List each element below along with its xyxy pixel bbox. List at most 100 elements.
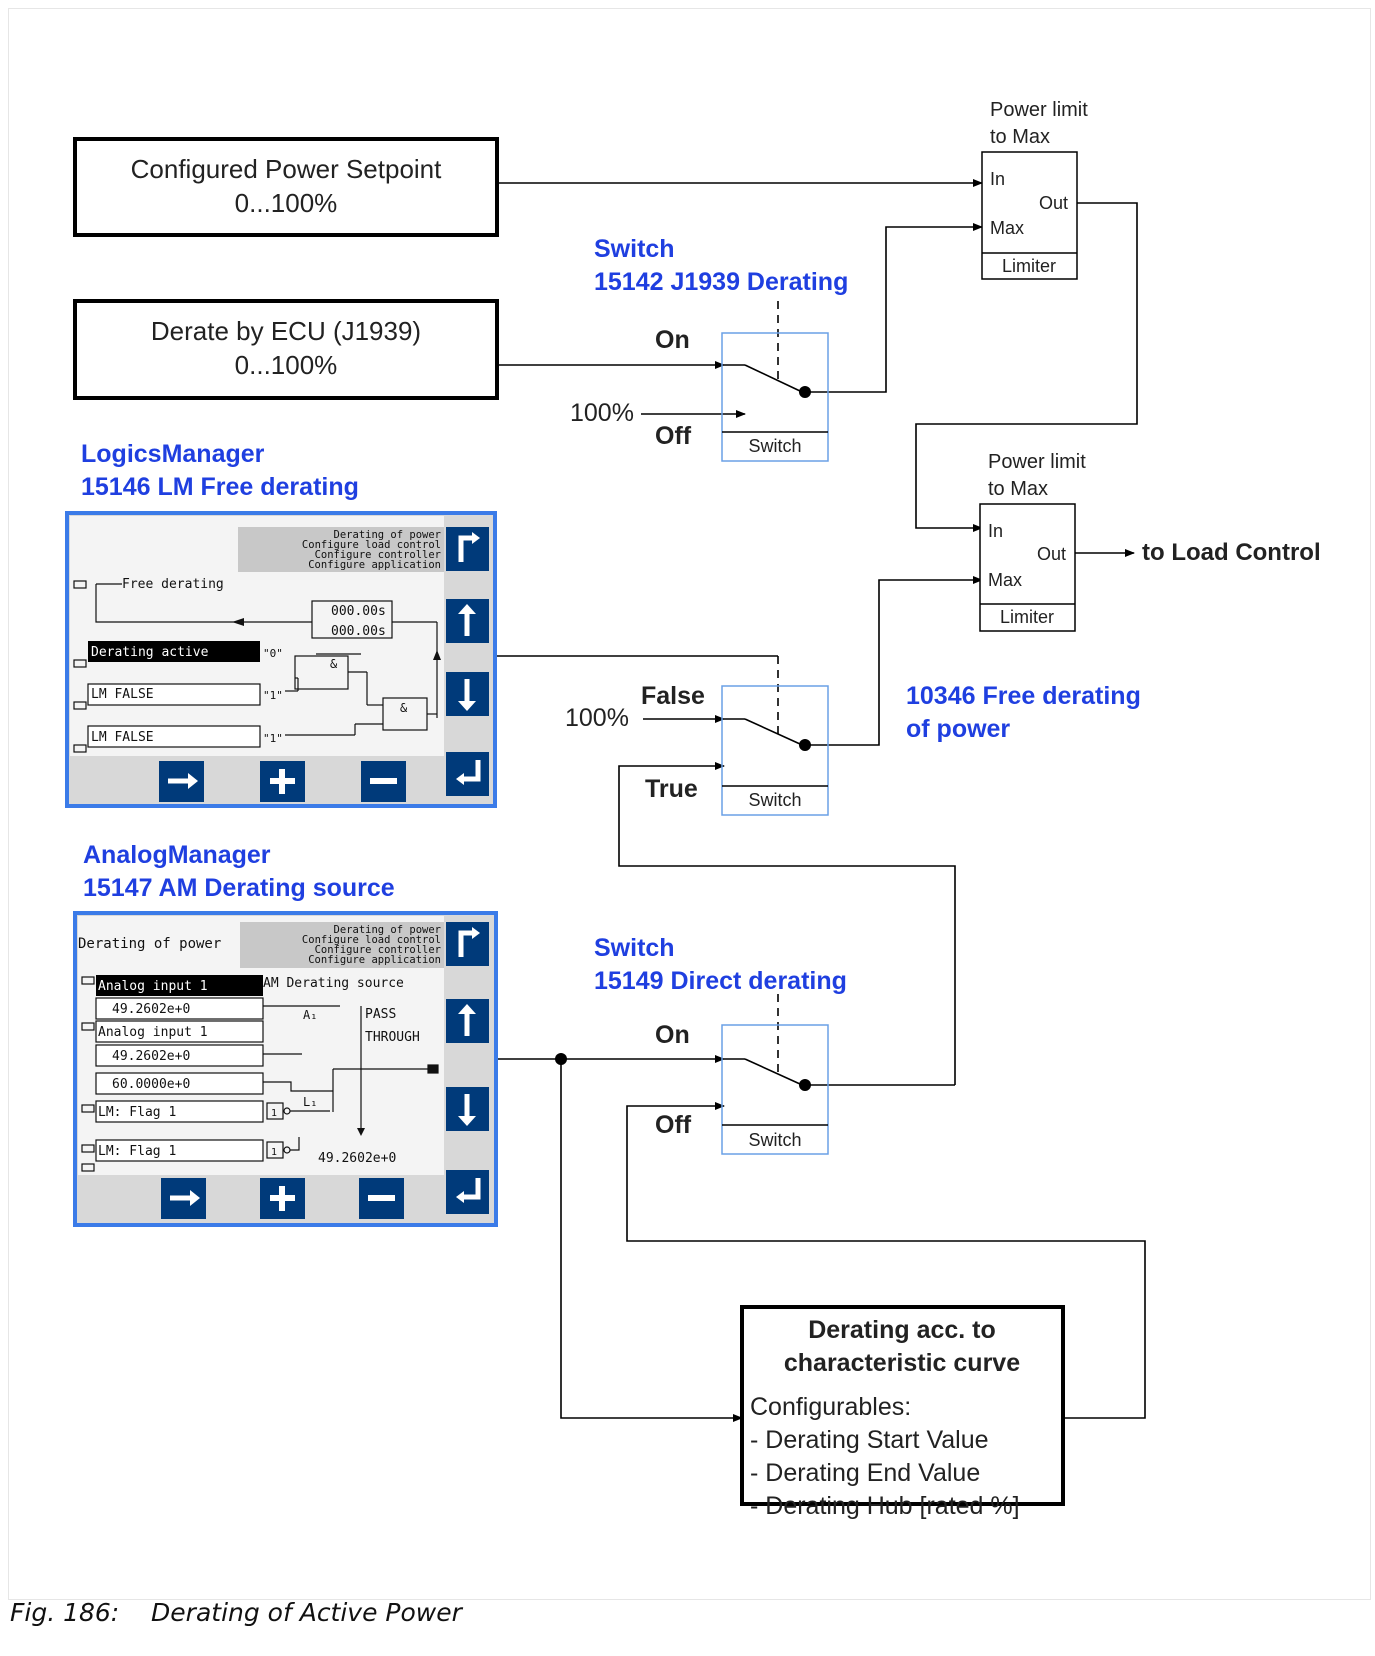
svg-text:000.00s: 000.00s bbox=[331, 624, 386, 639]
am-nav-button-right[interactable] bbox=[161, 1178, 206, 1219]
svg-text:Switch: Switch bbox=[594, 235, 675, 263]
svg-text:Free derating: Free derating bbox=[122, 577, 224, 592]
am-nav-button-down[interactable] bbox=[446, 1087, 489, 1131]
svg-text:Configured Power Setpoint: Configured Power Setpoint bbox=[131, 154, 443, 184]
nav-button-down[interactable] bbox=[446, 672, 489, 716]
characteristic-curve-box: Derating acc. to characteristic curve Co… bbox=[740, 1305, 1065, 1520]
svg-text:10346 Free derating: 10346 Free derating bbox=[906, 682, 1141, 710]
svg-text:Switch: Switch bbox=[594, 934, 675, 962]
svg-text:A₁: A₁ bbox=[303, 1008, 317, 1022]
figure-title: Derating of Active Power bbox=[151, 1598, 462, 1627]
svg-text:Configure load control: Configure load control bbox=[302, 934, 441, 946]
svg-text:On: On bbox=[655, 326, 690, 354]
svg-text:- Derating Hub [rated %]: - Derating Hub [rated %] bbox=[750, 1492, 1020, 1520]
svg-text:Configure controller: Configure controller bbox=[315, 549, 441, 561]
svg-text:- Derating End Value: - Derating End Value bbox=[750, 1459, 980, 1487]
svg-text:Limiter: Limiter bbox=[1000, 607, 1054, 627]
svg-text:Derating of power: Derating of power bbox=[334, 924, 441, 936]
svg-text:- Derating Start Value: - Derating Start Value bbox=[750, 1426, 989, 1454]
svg-text:False: False bbox=[641, 682, 705, 710]
svg-text:Switch: Switch bbox=[748, 1130, 801, 1150]
svg-text:Derating active: Derating active bbox=[91, 645, 209, 660]
svg-text:15147 AM Derating source: 15147 AM Derating source bbox=[83, 874, 395, 902]
svg-text:to Max: to Max bbox=[988, 478, 1048, 500]
svg-text:Derating acc. to: Derating acc. to bbox=[808, 1316, 996, 1344]
svg-text:On: On bbox=[655, 1021, 690, 1049]
svg-text:"0": "0" bbox=[263, 647, 283, 660]
svg-text:Max: Max bbox=[990, 218, 1024, 238]
limiter-2: Power limit to Max In Max Out Limiter bbox=[979, 451, 1086, 632]
svg-text:&: & bbox=[330, 657, 338, 671]
svg-text:Off: Off bbox=[655, 422, 692, 450]
svg-text:LM: Flag 1: LM: Flag 1 bbox=[98, 1105, 176, 1120]
svg-text:"1": "1" bbox=[263, 732, 283, 745]
svg-text:Analog input 1: Analog input 1 bbox=[98, 979, 208, 994]
nav-button-plus[interactable] bbox=[260, 761, 305, 802]
svg-text:Derate by ECU (J1939): Derate by ECU (J1939) bbox=[151, 316, 421, 346]
figure-number: Fig. 186: bbox=[10, 1598, 120, 1627]
svg-text:Analog input 1: Analog input 1 bbox=[98, 1025, 208, 1040]
svg-text:to Max: to Max bbox=[990, 126, 1050, 148]
switch-free-derating: False True 100% Switch 10346 Free derati… bbox=[565, 682, 1141, 816]
svg-text:characteristic curve: characteristic curve bbox=[784, 1349, 1020, 1377]
nav-button-right[interactable] bbox=[159, 761, 204, 802]
wires bbox=[494, 179, 1146, 1422]
svg-text:Configure load control: Configure load control bbox=[302, 539, 441, 551]
svg-text:Max: Max bbox=[988, 570, 1022, 590]
svg-text:LM FALSE: LM FALSE bbox=[91, 687, 154, 702]
svg-text:1: 1 bbox=[271, 1108, 277, 1119]
svg-text:Derating of power: Derating of power bbox=[334, 529, 441, 541]
svg-text:1: 1 bbox=[271, 1147, 277, 1158]
svg-text:Power limit: Power limit bbox=[988, 451, 1086, 473]
limiter-1: Power limit to Max In Max Out Limiter bbox=[981, 99, 1088, 280]
output-label: to Load Control bbox=[1142, 539, 1321, 566]
svg-text:Switch: Switch bbox=[748, 436, 801, 456]
svg-text:In: In bbox=[990, 169, 1005, 189]
svg-text:15149 Direct derating: 15149 Direct derating bbox=[594, 967, 847, 995]
svg-text:Power limit: Power limit bbox=[990, 99, 1088, 121]
svg-text:Switch: Switch bbox=[748, 790, 801, 810]
am-nav-button-up[interactable] bbox=[446, 999, 489, 1043]
ecu-derate-box: Derate by ECU (J1939) 0...100% bbox=[73, 299, 499, 400]
figure-caption: Fig. 186: Derating of Active Power bbox=[10, 1598, 462, 1627]
svg-text:15146 LM Free derating: 15146 LM Free derating bbox=[81, 473, 359, 501]
am-nav-button-return[interactable] bbox=[446, 922, 489, 966]
nav-button-return[interactable] bbox=[446, 527, 489, 571]
nav-button-enter[interactable] bbox=[446, 752, 489, 796]
svg-text:True: True bbox=[645, 775, 698, 803]
svg-text:LogicsManager: LogicsManager bbox=[81, 440, 265, 468]
nav-button-up[interactable] bbox=[446, 599, 489, 643]
logics-manager-panel: LogicsManager 15146 LM Free derating Der… bbox=[65, 440, 497, 808]
svg-text:THROUGH: THROUGH bbox=[365, 1030, 420, 1045]
svg-text:of power: of power bbox=[906, 715, 1010, 743]
svg-text:Configure application: Configure application bbox=[308, 954, 441, 966]
svg-text:Derating of power: Derating of power bbox=[78, 936, 221, 952]
svg-text:&: & bbox=[400, 701, 408, 715]
svg-text:Configure controller: Configure controller bbox=[315, 944, 441, 956]
setpoint-box: Configured Power Setpoint 0...100% bbox=[73, 137, 499, 237]
svg-text:AnalogManager: AnalogManager bbox=[83, 841, 271, 869]
svg-text:49.2602e+0: 49.2602e+0 bbox=[112, 1002, 190, 1017]
svg-text:Configurables:: Configurables: bbox=[750, 1393, 911, 1421]
svg-text:L₁: L₁ bbox=[303, 1095, 317, 1109]
svg-text:15142 J1939 Derating: 15142 J1939 Derating bbox=[594, 268, 848, 296]
am-nav-button-plus[interactable] bbox=[260, 1178, 305, 1219]
svg-text:Out: Out bbox=[1037, 544, 1066, 564]
svg-text:000.00s: 000.00s bbox=[331, 604, 386, 619]
am-nav-button-enter[interactable] bbox=[446, 1170, 489, 1214]
svg-text:100%: 100% bbox=[570, 399, 634, 427]
nav-button-minus[interactable] bbox=[361, 761, 406, 802]
svg-text:100%: 100% bbox=[565, 704, 629, 732]
svg-text:AM Derating source: AM Derating source bbox=[263, 976, 404, 991]
svg-text:Off: Off bbox=[655, 1111, 692, 1139]
analog-manager-panel: AnalogManager 15147 AM Derating source D… bbox=[73, 841, 498, 1227]
svg-text:LM: Flag 1: LM: Flag 1 bbox=[98, 1144, 176, 1159]
svg-text:Out: Out bbox=[1039, 193, 1068, 213]
svg-text:Limiter: Limiter bbox=[1002, 256, 1056, 276]
svg-text:LM FALSE: LM FALSE bbox=[91, 730, 154, 745]
svg-text:In: In bbox=[988, 521, 1003, 541]
junction-dot bbox=[555, 1053, 567, 1065]
svg-text:0...100%: 0...100% bbox=[235, 188, 338, 218]
am-nav-button-minus[interactable] bbox=[359, 1178, 404, 1219]
